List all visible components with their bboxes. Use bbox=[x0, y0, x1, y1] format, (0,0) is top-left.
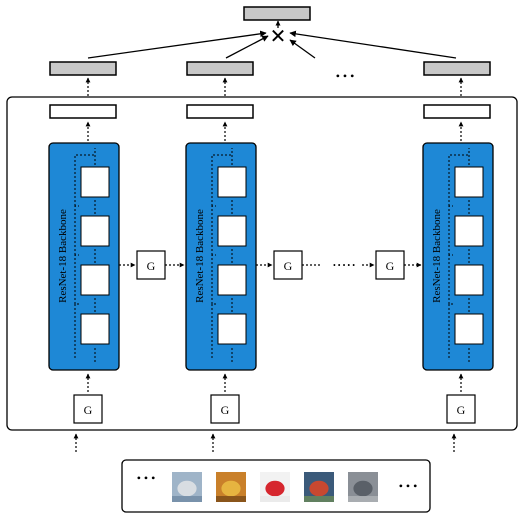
backbone-label: ResNet-18 Backbone bbox=[431, 209, 443, 303]
thumbnail-animal bbox=[348, 472, 378, 502]
ellipsis-middle: • • • • • bbox=[333, 261, 355, 270]
gate-label: G bbox=[457, 403, 466, 417]
output-box-1 bbox=[49, 61, 117, 76]
gate-label: G bbox=[147, 259, 156, 273]
block bbox=[80, 215, 110, 247]
gate-label: G bbox=[386, 259, 395, 273]
ellipsis-top: • • • bbox=[336, 69, 355, 83]
feature-box-3 bbox=[423, 104, 491, 119]
thumbnail-red-chair bbox=[260, 472, 290, 502]
block bbox=[80, 313, 110, 345]
block bbox=[217, 166, 247, 198]
final-output-box bbox=[243, 6, 311, 21]
block bbox=[454, 166, 484, 198]
gate-box-mid-2 bbox=[273, 250, 303, 280]
thumbnail-flowers bbox=[216, 472, 246, 502]
gate-box-bottom-2 bbox=[210, 394, 240, 424]
gate-label: G bbox=[84, 403, 93, 417]
gate-label: G bbox=[221, 403, 230, 417]
block bbox=[217, 313, 247, 345]
gate-box-bottom-3 bbox=[446, 394, 476, 424]
block bbox=[454, 215, 484, 247]
arrow-combine-4 bbox=[289, 30, 457, 59]
gate-box-mid-3 bbox=[375, 250, 405, 280]
thumbnail-ladybug bbox=[304, 472, 334, 502]
ellipsis-left: • • • bbox=[137, 471, 156, 485]
gate-box-mid-1 bbox=[136, 250, 166, 280]
block bbox=[217, 264, 247, 296]
backbone-label: ResNet-18 Backbone bbox=[194, 209, 206, 303]
block bbox=[454, 313, 484, 345]
ellipsis-right: • • • bbox=[399, 479, 418, 493]
backbone-1: ResNet-18 Backbone bbox=[48, 142, 120, 371]
backbone-2: ResNet-18 Backbone bbox=[185, 142, 257, 371]
combine-symbol: ✕ bbox=[270, 26, 287, 48]
block bbox=[454, 264, 484, 296]
gate-label: G bbox=[284, 259, 293, 273]
model-frame bbox=[6, 96, 518, 431]
backbone-label: ResNet-18 Backbone bbox=[57, 209, 69, 303]
block bbox=[217, 215, 247, 247]
backbone-3: ResNet-18 Backbone bbox=[422, 142, 494, 371]
output-box-2 bbox=[186, 61, 254, 76]
feature-box-2 bbox=[186, 104, 254, 119]
block bbox=[80, 166, 110, 198]
gate-box-bottom-1 bbox=[73, 394, 103, 424]
arrow-combine-2 bbox=[225, 35, 269, 59]
feature-box-1 bbox=[49, 104, 117, 119]
arrow-combine-3 bbox=[289, 39, 316, 59]
thumbnail-row bbox=[172, 472, 378, 502]
thumbnail-clouds bbox=[172, 472, 202, 502]
output-box-3 bbox=[423, 61, 491, 76]
arrow-combine-1 bbox=[87, 30, 267, 59]
block bbox=[80, 264, 110, 296]
